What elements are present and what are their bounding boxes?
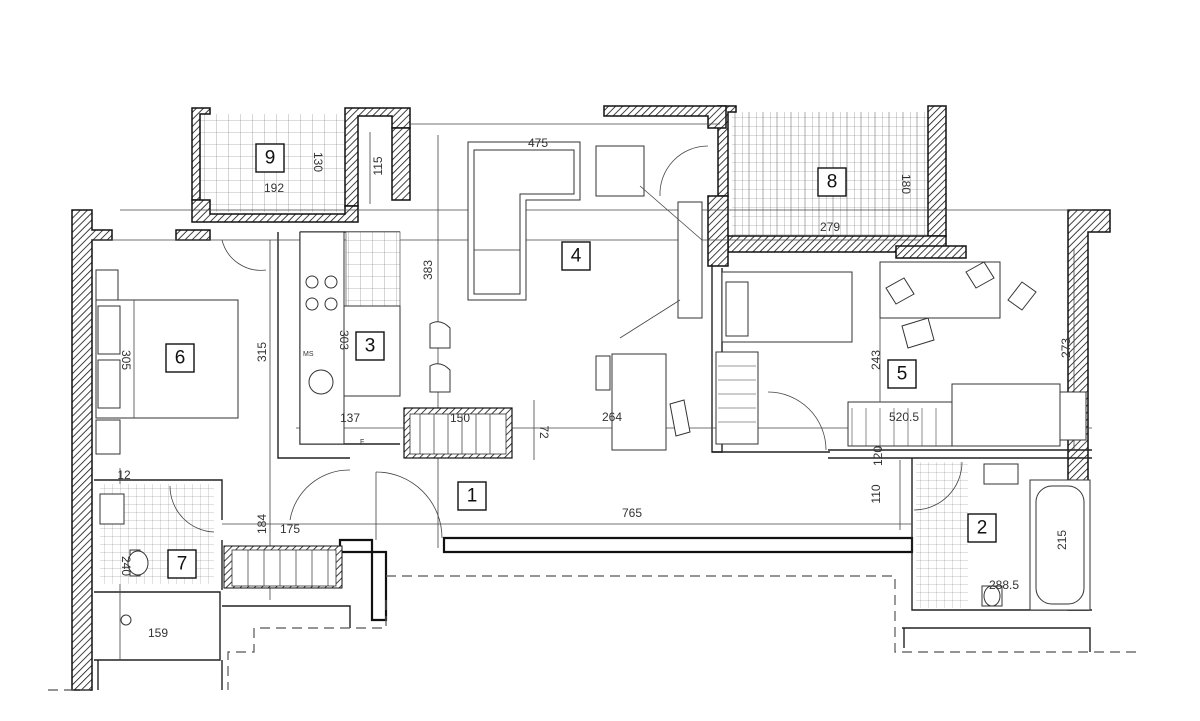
dim-72: 72: [537, 425, 551, 439]
svg-text:1: 1: [467, 486, 478, 507]
dim-110: 110: [869, 484, 883, 503]
room-label-6: 6: [165, 343, 195, 373]
dim-12: 12: [117, 468, 131, 482]
kitchen: [299, 231, 513, 459]
dim-175: 175: [280, 522, 300, 536]
svg-text:7: 7: [177, 554, 188, 575]
dim-279: 279: [820, 220, 840, 234]
svg-text:3: 3: [365, 336, 376, 357]
dim-383: 383: [421, 260, 435, 280]
dim-243: 243: [869, 350, 883, 370]
dim-137: 137: [340, 411, 360, 425]
svg-text:9: 9: [265, 148, 276, 169]
bathroom-2: [913, 461, 1091, 611]
svg-text:8: 8: [827, 172, 838, 193]
dim-303: 303: [337, 330, 351, 350]
dim-115: 115: [371, 156, 385, 175]
dim-315: 315: [255, 342, 269, 362]
balcony-9: [191, 107, 411, 223]
dim-192: 192: [264, 181, 284, 195]
marker-ms: MS: [303, 351, 314, 358]
dim-130: 130: [311, 152, 325, 172]
svg-text:5: 5: [897, 364, 908, 385]
room-label-2: 2: [967, 513, 997, 543]
svg-text:2: 2: [977, 518, 988, 539]
dim-184: 184: [255, 514, 269, 534]
dim-305: 305: [119, 350, 133, 370]
entry-doors: [289, 469, 443, 540]
room-label-5: 5: [887, 359, 917, 389]
dim-273: 273: [1059, 338, 1073, 358]
dim-215: 215: [1055, 530, 1069, 550]
room-label-9: 9: [255, 143, 285, 173]
dim-520-5: 520.5: [889, 410, 919, 424]
lower-level-outline: [48, 575, 1142, 691]
room-5: [715, 261, 1087, 451]
dim-150: 150: [450, 411, 470, 425]
room-label-4: 4: [561, 241, 591, 271]
svg-text:4: 4: [571, 246, 582, 267]
dimension-labels: 475 383 115 130 192 180 279 315 305 303 …: [117, 136, 1073, 640]
living-room: [467, 141, 709, 451]
svg-text:6: 6: [175, 348, 186, 369]
dim-120: 120: [871, 446, 885, 466]
dim-475: 475: [528, 136, 548, 150]
room-label-7: 7: [167, 549, 197, 579]
dim-240: 240: [119, 556, 133, 576]
marker-f: F: [360, 439, 364, 446]
dim-288-5: 288.5: [989, 578, 1019, 592]
room-label-1: 1: [457, 481, 487, 511]
dim-264: 264: [602, 410, 622, 424]
dim-180: 180: [899, 174, 913, 194]
bathroom-7: [99, 484, 343, 626]
dim-765: 765: [622, 506, 642, 520]
room-label-3: 3: [355, 331, 385, 361]
room-label-8: 8: [817, 167, 847, 197]
dim-159: 159: [148, 626, 168, 640]
